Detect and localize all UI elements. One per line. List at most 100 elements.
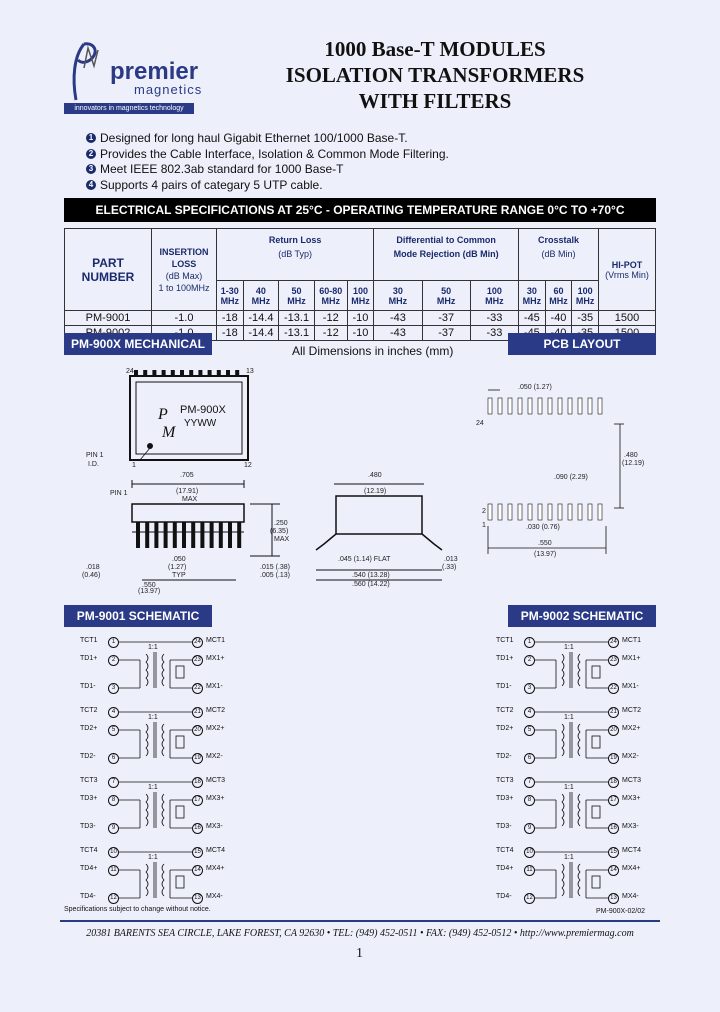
title-line-2: ISOLATION TRANSFORMERS	[285, 63, 585, 87]
pin-label: TD3+	[80, 795, 98, 802]
pin-label: MX4-	[206, 893, 223, 900]
pin-number: 4	[524, 707, 535, 718]
side-view: .705 (17.91) MAX PIN 1 .250 (6.35) MAX .…	[80, 470, 310, 595]
pin-label: TD4+	[80, 865, 98, 872]
pin-label: MCT3	[622, 777, 642, 784]
pin-number: 7	[524, 777, 535, 788]
page-title: 1000 Base-T MODULES ISOLATION TRANSFORME…	[240, 36, 630, 114]
pin-label: MCT1	[206, 637, 226, 644]
pin-label: MX4+	[622, 865, 641, 872]
pin-number: 10	[524, 847, 535, 858]
pin-number: 20	[608, 725, 619, 736]
turns-ratio: 1:1	[564, 714, 574, 721]
chip-top-view: P M PM-900X YYWW 24 13 1 12 PIN 1 I.D.	[80, 366, 280, 476]
pin-label: MCT4	[622, 847, 642, 854]
hipot-header: HI-POT(Vrms Min)	[598, 228, 656, 311]
pin-label: MX3+	[206, 795, 225, 802]
pin-label: TCT2	[496, 707, 514, 714]
pin-label: TCT4	[496, 847, 514, 854]
pin-label: MX2+	[206, 725, 225, 732]
turns-ratio: 1:1	[564, 644, 574, 651]
pin-number: 13	[192, 893, 203, 904]
pin-number: 15	[192, 847, 203, 858]
pin-number: 10	[108, 847, 119, 858]
pin-label: MCT2	[622, 707, 642, 714]
pin-number: 3	[524, 683, 535, 694]
mechanical-header: PM-900X MECHANICAL	[64, 333, 212, 355]
spec-title-bar: ELECTRICAL SPECIFICATIONS AT 25°C - OPER…	[64, 198, 656, 222]
pin-label: TCT3	[496, 777, 514, 784]
pin-number: 13	[608, 893, 619, 904]
pin-label: TD3+	[496, 795, 514, 802]
title-line-1: 1000 Base-T MODULES	[324, 37, 546, 61]
pin-label: TD3-	[496, 823, 512, 830]
pin-number: 22	[608, 683, 619, 694]
logo-mark	[72, 42, 99, 101]
pin-label: MCT2	[206, 707, 226, 714]
pin-number: 23	[192, 655, 203, 666]
footer-address: 20381 BARENTS SEA CIRCLE, LAKE FOREST, C…	[86, 928, 634, 939]
pin-number: 21	[192, 707, 203, 718]
pin-label: TD1-	[496, 683, 512, 690]
pm9001-schematic-header: PM-9001 SCHEMATIC	[64, 605, 212, 627]
pin-number: 14	[608, 865, 619, 876]
pin-label: MX1+	[206, 655, 225, 662]
pin-label: TD2-	[496, 753, 512, 760]
pin-number: 22	[192, 683, 203, 694]
transformer-symbol	[534, 781, 608, 829]
pin-label: TCT1	[496, 637, 514, 644]
pin-number: 3	[108, 683, 119, 694]
pin-number: 17	[192, 795, 203, 806]
logo-tagline: innovators in magnetics technology	[64, 103, 194, 114]
turns-ratio: 1:1	[148, 854, 158, 861]
pin-label: MX3+	[622, 795, 641, 802]
chip-label: PM-900X	[180, 404, 226, 416]
transformer-symbol	[534, 641, 608, 689]
pin-number: 24	[608, 637, 619, 648]
part-number-header: PART NUMBER	[64, 228, 152, 311]
end-drawing	[315, 483, 443, 581]
title-line-3: WITH FILTERS	[358, 89, 512, 113]
pin-number: 15	[608, 847, 619, 858]
pin-label: TD1-	[80, 683, 96, 690]
crosstalk-header: Crosstalk(dB Min)	[518, 228, 599, 281]
footnote: Specifications subject to change without…	[64, 906, 211, 913]
pin-label: TD2+	[496, 725, 514, 732]
pin-label: MX1-	[622, 683, 639, 690]
pin-label: MX2-	[206, 753, 223, 760]
turns-ratio: 1:1	[148, 784, 158, 791]
pin-label: MCT4	[206, 847, 226, 854]
page-number: 1	[356, 946, 363, 961]
transformer-symbol	[118, 711, 192, 759]
pin-label: MX3-	[206, 823, 223, 830]
pin-label: TD1+	[496, 655, 514, 662]
transformer-symbol	[534, 851, 608, 899]
pin-label: TCT1	[80, 637, 98, 644]
pm9002-schematic-header: PM-9002 SCHEMATIC	[508, 605, 656, 627]
pin-number: 9	[108, 823, 119, 834]
pin-number: 6	[524, 753, 535, 764]
pin-number: 12	[524, 893, 535, 904]
pin-label: TCT3	[80, 777, 98, 784]
bullet-number: 1	[86, 133, 96, 143]
pin-number: 2	[108, 655, 119, 666]
pin-number: 16	[608, 823, 619, 834]
pin-number: 8	[108, 795, 119, 806]
transformer-symbol	[118, 781, 192, 829]
pin-number: 20	[192, 725, 203, 736]
